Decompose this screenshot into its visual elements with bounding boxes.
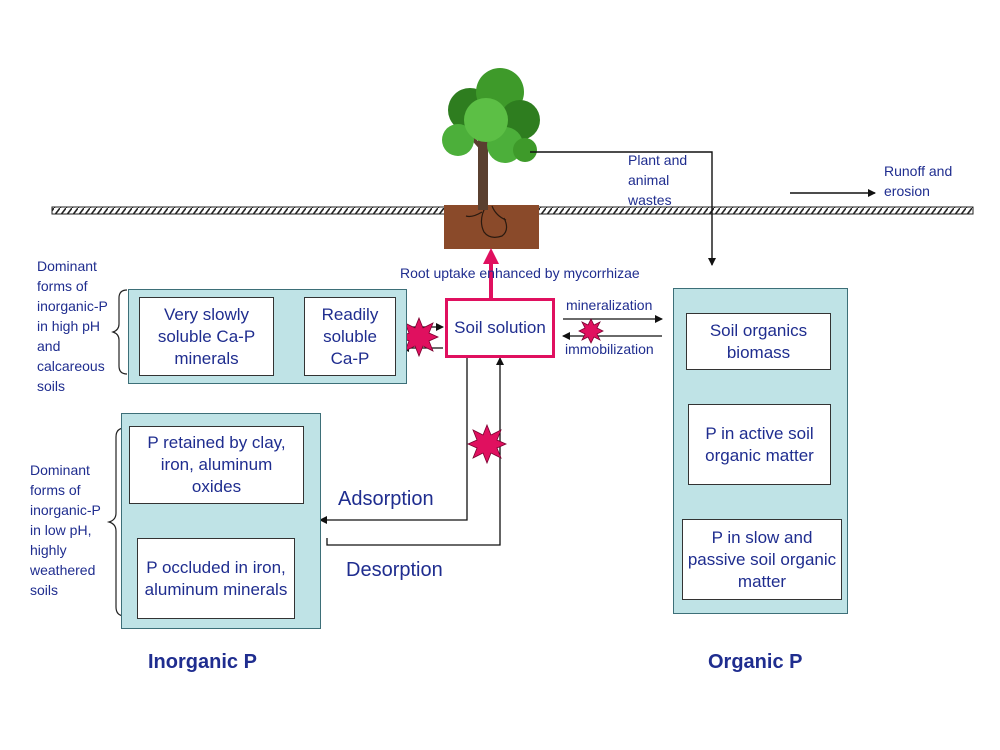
root-uptake-arrowhead — [483, 248, 499, 264]
label-plant-wastes: Plant and animal wastes — [628, 152, 688, 208]
adsorption-arrow — [319, 358, 468, 524]
note-high-ph: Dominant forms of inorganic-P in high pH… — [37, 258, 108, 394]
soil-solution-box: Soil solution — [445, 298, 555, 358]
wastes-arrow — [530, 151, 716, 266]
label-runoff: Runoff and erosion — [884, 163, 953, 199]
label-desorption: Desorption — [346, 559, 443, 581]
brace-high-ph — [111, 289, 128, 375]
burst-icon-adsorption — [467, 423, 507, 465]
readily-soluble-box: Readily soluble Ca-P — [304, 297, 396, 376]
heading-organic-p: Organic P — [708, 651, 803, 673]
heading-inorganic-p: Inorganic P — [148, 651, 257, 673]
tree-icon — [442, 68, 540, 210]
p-occluded-box: P occluded in iron, aluminum minerals — [137, 538, 295, 619]
very-slowly-soluble-box: Very slowly soluble Ca-P minerals — [139, 297, 274, 376]
soil-block — [444, 205, 539, 249]
label-mineralization: mineralization — [566, 297, 653, 313]
slow-som-box: P in slow and passive soil organic matte… — [682, 519, 842, 600]
soil-organics-biomass-box: Soil organics biomass — [686, 313, 831, 370]
roots — [465, 205, 508, 238]
burst-icon-readily — [399, 316, 439, 358]
label-root-uptake: Root uptake enhanced by mycorrhizae — [400, 265, 640, 281]
desorption-arrow — [326, 357, 504, 546]
label-immobilization: immobilization — [565, 341, 654, 357]
note-low-ph: Dominant forms of inorganic-P in low pH,… — [30, 462, 101, 598]
p-retained-box: P retained by clay, iron, aluminum oxide… — [129, 426, 304, 504]
burst-icon-mineralization — [578, 318, 604, 344]
active-som-box: P in active soil organic matter — [688, 404, 831, 485]
label-adsorption: Adsorption — [338, 488, 434, 510]
brace-low-ph — [106, 427, 126, 617]
